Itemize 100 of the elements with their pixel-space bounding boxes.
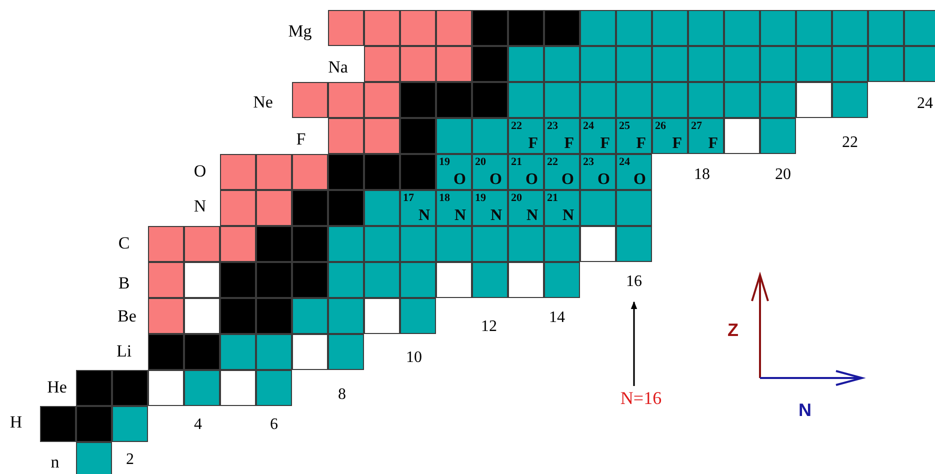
nuclide-cell [544, 262, 580, 298]
nuclide-cell [580, 10, 616, 46]
nuclide-cell [256, 298, 292, 334]
nuclide-cell [616, 190, 652, 226]
nuclide-cell [472, 226, 508, 262]
arrow [630, 301, 638, 386]
nuclide-cell [220, 370, 256, 406]
nuclide-cell [400, 118, 436, 154]
nuclide-cell [544, 82, 580, 118]
nuclide-cell [148, 226, 184, 262]
nuclide-cell [508, 118, 544, 154]
nuclide-cell [904, 46, 935, 82]
axis-label: Z [728, 321, 738, 339]
element-symbol: He [47, 378, 67, 396]
nuclide-cell [904, 10, 935, 46]
nuclide-cell [616, 154, 652, 190]
nuclide-cell [436, 154, 472, 190]
element-symbol: C [118, 234, 130, 252]
neutron-number: 16 [626, 273, 642, 291]
nuclide-cell [400, 82, 436, 118]
nuclide-cell [400, 298, 436, 334]
nuclide-cell [220, 298, 256, 334]
nuclide-cell [184, 226, 220, 262]
nuclide-cell [292, 334, 328, 370]
nuclide-cell [724, 46, 760, 82]
nuclide-cell [544, 190, 580, 226]
neutron-number: 10 [406, 350, 422, 366]
nuclide-cell [688, 82, 724, 118]
nuclide-cell [832, 82, 868, 118]
nuclide-cell [400, 190, 436, 226]
nuclide-cell [184, 262, 220, 298]
nuclide-cell [40, 406, 76, 442]
nuclide-cell [292, 190, 328, 226]
nuclide-cell [544, 118, 580, 154]
nuclide-cell [184, 334, 220, 370]
neutron-number: 20 [775, 167, 791, 183]
magic-number-label: N=16 [620, 388, 662, 408]
nuclide-cell [508, 190, 544, 226]
nuclide-cell [652, 10, 688, 46]
nuclide-cell [328, 118, 364, 154]
nuclide-cell [544, 226, 580, 262]
nuclide-cell [580, 118, 616, 154]
nuclide-cell [472, 118, 508, 154]
nuclide-cell [580, 154, 616, 190]
nuclide-cell [544, 46, 580, 82]
nuclide-cell [364, 82, 400, 118]
nuclide-cell [796, 82, 832, 118]
nuclide-cell [292, 226, 328, 262]
nuclide-cell [112, 370, 148, 406]
nuclide-cell [832, 46, 868, 82]
nuclide-cell [436, 10, 472, 46]
nuclide-cell [760, 118, 796, 154]
nuclide-cell [328, 10, 364, 46]
element-symbol: B [118, 274, 130, 292]
nuclide-cell [328, 154, 364, 190]
nuclide-cell [544, 10, 580, 46]
nuclide-cell [400, 226, 436, 262]
neutron-number: 8 [338, 387, 346, 403]
nuclide-cell [220, 262, 256, 298]
nuclide-cell [472, 154, 508, 190]
nuclide-cell [112, 406, 148, 442]
nuclide-cell [436, 82, 472, 118]
nuclide-cell [220, 190, 256, 226]
nuclide-cell [328, 334, 364, 370]
nuclide-cell [292, 262, 328, 298]
nuclide-cell [328, 82, 364, 118]
nuclide-cell [220, 226, 256, 262]
nuclide-cell [184, 298, 220, 334]
nuclide-cell [364, 10, 400, 46]
nuclide-cell [256, 334, 292, 370]
neutron-number: 4 [194, 417, 202, 433]
nuclide-cell [508, 10, 544, 46]
nuclide-cell [544, 154, 580, 190]
nuclide-cell [364, 118, 400, 154]
nuclide-cell [508, 262, 544, 298]
nuclide-cell [292, 154, 328, 190]
nuclide-cell [472, 190, 508, 226]
nuclide-cell [148, 262, 184, 298]
nuclide-cell [760, 82, 796, 118]
nuclide-cell [580, 46, 616, 82]
nuclide-cell [400, 10, 436, 46]
neutron-number: 22 [842, 135, 858, 151]
element-symbol: Mg [288, 22, 312, 40]
nuclide-cell [616, 82, 652, 118]
nuclide-cell [616, 226, 652, 262]
nuclide-cell [868, 10, 904, 46]
nuclide-cell [400, 262, 436, 298]
nuclide-cell [508, 46, 544, 82]
nuclide-cell [580, 82, 616, 118]
element-symbol: Na [328, 58, 348, 76]
element-symbol: Li [116, 342, 132, 360]
nuclide-cell [724, 118, 760, 154]
nuclide-cell [436, 118, 472, 154]
nuclide-cell [364, 154, 400, 190]
nuclide-cell [472, 262, 508, 298]
nuclide-cell [76, 406, 112, 442]
nuclide-cell [256, 370, 292, 406]
nuclide-cell [508, 82, 544, 118]
neutron-number: 24 [917, 96, 933, 112]
nuclide-cell [148, 334, 184, 370]
